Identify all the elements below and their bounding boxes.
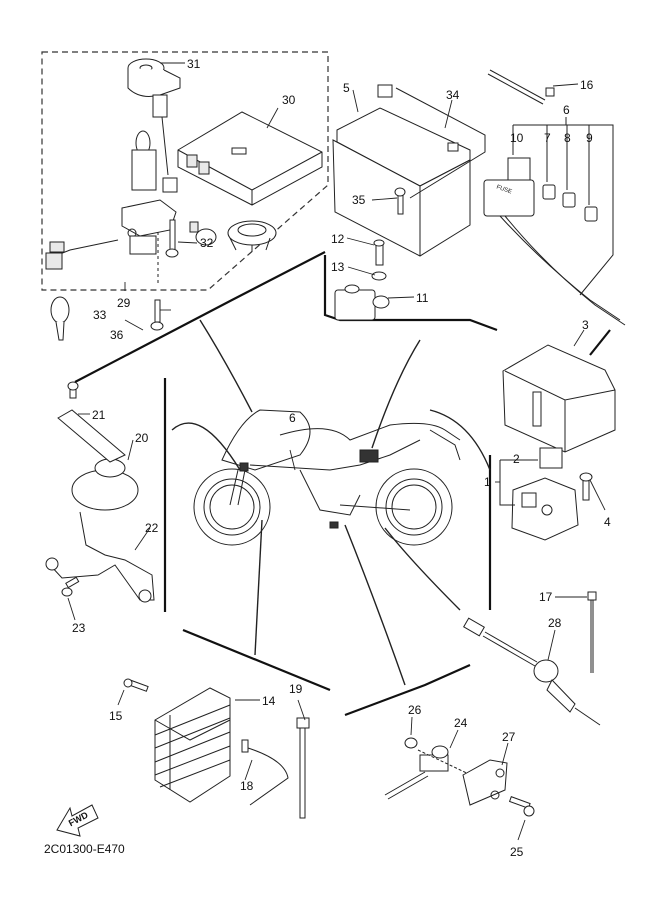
callout-6-fuse-box: 6 bbox=[563, 103, 570, 117]
callout-1: 1 bbox=[484, 475, 491, 489]
callout-22: 22 bbox=[145, 521, 159, 535]
callout-35: 35 bbox=[352, 193, 366, 207]
callout-10: 10 bbox=[510, 131, 524, 145]
part-12-bolt bbox=[373, 239, 385, 266]
part-16-lead-wire bbox=[487, 69, 555, 105]
part-31-immobilizer-unit bbox=[127, 58, 181, 193]
part-19-cable-band bbox=[296, 717, 310, 819]
part-26-nut bbox=[404, 737, 418, 749]
callout-13: 13 bbox=[331, 260, 345, 274]
callout-19: 19 bbox=[289, 682, 303, 696]
part-18-cable-tie bbox=[241, 739, 289, 806]
callout-30: 30 bbox=[282, 93, 296, 107]
callout-7: 7 bbox=[544, 131, 551, 145]
callout-21: 21 bbox=[92, 408, 106, 422]
callout-4: 4 bbox=[604, 515, 611, 529]
callout-12: 12 bbox=[331, 232, 345, 246]
callout-5: 5 bbox=[343, 81, 350, 95]
fwd-arrow-icon bbox=[56, 804, 99, 837]
part-5-battery bbox=[332, 84, 486, 257]
section-dividers bbox=[74, 251, 611, 717]
callout-16: 16 bbox=[580, 78, 594, 92]
part-3-relay-cover bbox=[502, 344, 616, 453]
part-22-horn-bracket bbox=[45, 511, 155, 603]
part-25-screw bbox=[508, 796, 535, 817]
callout-2: 2 bbox=[513, 452, 520, 466]
callout-11: 11 bbox=[416, 291, 429, 305]
callout-25: 25 bbox=[510, 845, 524, 859]
part-20-horn bbox=[57, 381, 139, 511]
callout-15: 15 bbox=[109, 709, 123, 723]
drawing-code: 2C01300-E470 bbox=[44, 842, 125, 856]
callout-3: 3 bbox=[582, 318, 589, 332]
callout-26: 26 bbox=[408, 703, 422, 717]
callout-33: 33 bbox=[93, 308, 107, 322]
callout-14: 14 bbox=[262, 694, 276, 708]
callout-23: 23 bbox=[72, 621, 86, 635]
part-14-rectifier-regulator bbox=[123, 678, 231, 803]
part-6-fuse-box bbox=[483, 117, 626, 326]
part-1-starter-relay bbox=[499, 447, 593, 541]
motorcycle-overview bbox=[193, 409, 461, 546]
callout-8: 8 bbox=[564, 131, 571, 145]
part-30-ecu bbox=[177, 111, 323, 206]
part-17-cable-tie bbox=[587, 591, 597, 673]
callout-29: 29 bbox=[117, 296, 131, 310]
callout-20: 20 bbox=[135, 431, 149, 445]
callout-31: 31 bbox=[187, 57, 201, 71]
part-33-key bbox=[50, 296, 70, 341]
callout-24: 24 bbox=[454, 716, 468, 730]
callout-17: 17 bbox=[539, 590, 553, 604]
callout-6: 6 bbox=[289, 411, 296, 425]
part-11-relay-bracket bbox=[334, 284, 390, 321]
callout-9: 9 bbox=[586, 131, 593, 145]
part-28-sensor bbox=[463, 617, 601, 726]
part-29-main-switch bbox=[45, 130, 277, 331]
callout-leaders bbox=[67, 62, 606, 841]
callout-28: 28 bbox=[548, 616, 562, 630]
callout-34: 34 bbox=[446, 88, 460, 102]
part-24-sensor-bracket bbox=[384, 745, 493, 800]
main-switch-kit-group bbox=[41, 51, 329, 291]
callout-32: 32 bbox=[200, 236, 214, 250]
part-13-washer bbox=[371, 271, 387, 281]
part-27-plate bbox=[462, 759, 508, 806]
callout-36: 36 bbox=[110, 328, 124, 342]
callout-27: 27 bbox=[502, 730, 516, 744]
callout-18: 18 bbox=[240, 779, 254, 793]
